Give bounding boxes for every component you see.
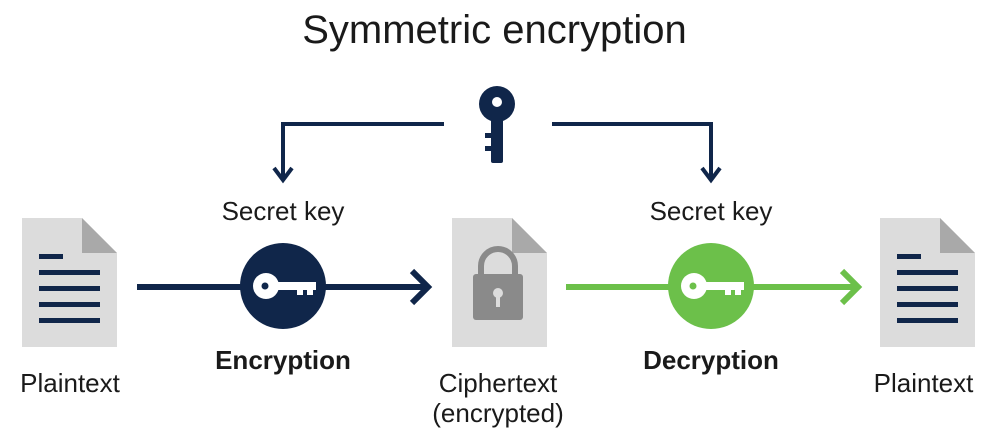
ciphertext-encrypted-label: (encrypted) bbox=[432, 398, 564, 428]
decryption-key-icon bbox=[668, 243, 754, 329]
key-line-left bbox=[281, 122, 444, 178]
encryption-label: Encryption bbox=[215, 345, 351, 375]
plaintext-label-right: Plaintext bbox=[873, 368, 974, 398]
diagram-title: Symmetric encryption bbox=[302, 8, 687, 52]
ciphertext-label: Ciphertext bbox=[438, 368, 558, 398]
plaintext-document-right bbox=[880, 218, 975, 347]
encryption-key-icon bbox=[240, 243, 326, 329]
secret-key-label-left: Secret key bbox=[221, 196, 345, 226]
key-line-right bbox=[552, 122, 713, 178]
decryption-arrowhead bbox=[839, 268, 863, 306]
ciphertext-document bbox=[452, 218, 547, 347]
key-icon-top bbox=[479, 86, 515, 163]
secret-key-label-right: Secret key bbox=[649, 196, 773, 226]
plaintext-label-left: Plaintext bbox=[20, 368, 120, 398]
decryption-label: Decryption bbox=[643, 345, 779, 375]
encryption-arrowhead bbox=[409, 268, 433, 306]
arrowhead-right-down bbox=[700, 166, 722, 184]
arrowhead-left-down bbox=[272, 166, 294, 184]
plaintext-document-left bbox=[22, 218, 117, 347]
